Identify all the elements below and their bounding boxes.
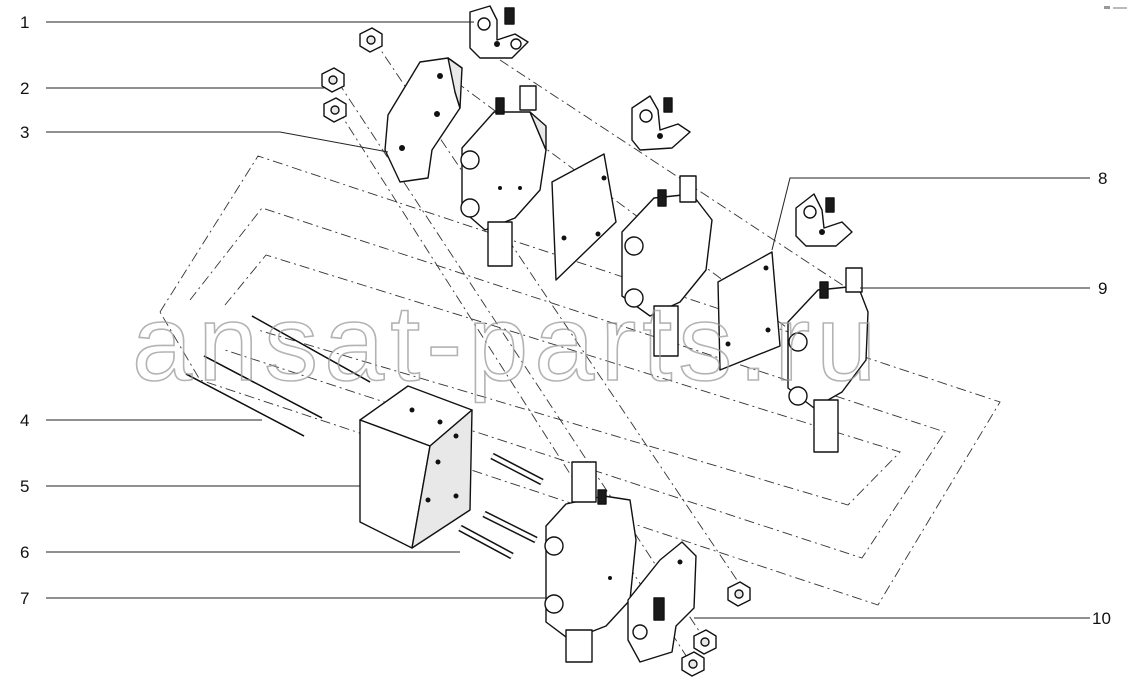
end-cover-part-10 bbox=[627, 541, 697, 663]
bracket-middle bbox=[631, 95, 691, 151]
bracket-right bbox=[795, 193, 853, 247]
callout-9: 9 bbox=[1098, 279, 1107, 298]
nut-part-10-b bbox=[693, 629, 717, 655]
nut-part-2-c bbox=[323, 97, 347, 123]
nut-part-10-c bbox=[681, 651, 705, 677]
leader-lines bbox=[46, 21, 1090, 619]
valve-section-middle bbox=[621, 175, 713, 357]
tie-rods-part-4 bbox=[185, 315, 371, 437]
block-part-5 bbox=[359, 385, 473, 549]
callout-5: 5 bbox=[20, 477, 29, 496]
callout-1: 1 bbox=[20, 13, 29, 32]
studs-part-6 bbox=[458, 452, 544, 560]
corner-logo-mark bbox=[1104, 6, 1127, 9]
valve-section-upper bbox=[460, 85, 547, 267]
callout-6: 6 bbox=[20, 543, 29, 562]
nut-part-2-b bbox=[321, 67, 345, 93]
callout-8: 8 bbox=[1098, 169, 1107, 188]
watermark-text: ansat-parts.ru bbox=[132, 282, 882, 403]
inlet-section-part-7 bbox=[544, 461, 637, 663]
nut-part-10-a bbox=[727, 581, 751, 607]
gasket-plate-upper bbox=[551, 153, 617, 281]
end-plate-part-3 bbox=[384, 57, 463, 183]
callout-3: 3 bbox=[20, 123, 29, 142]
gasket-plate-lower bbox=[717, 251, 781, 371]
bracket-part-1 bbox=[469, 5, 529, 59]
valve-section-right bbox=[787, 267, 869, 453]
callout-4: 4 bbox=[20, 411, 29, 430]
nut-part-2-a bbox=[359, 27, 383, 53]
callout-10: 10 bbox=[1092, 609, 1111, 628]
callout-7: 7 bbox=[20, 589, 29, 608]
callout-2: 2 bbox=[20, 79, 29, 98]
